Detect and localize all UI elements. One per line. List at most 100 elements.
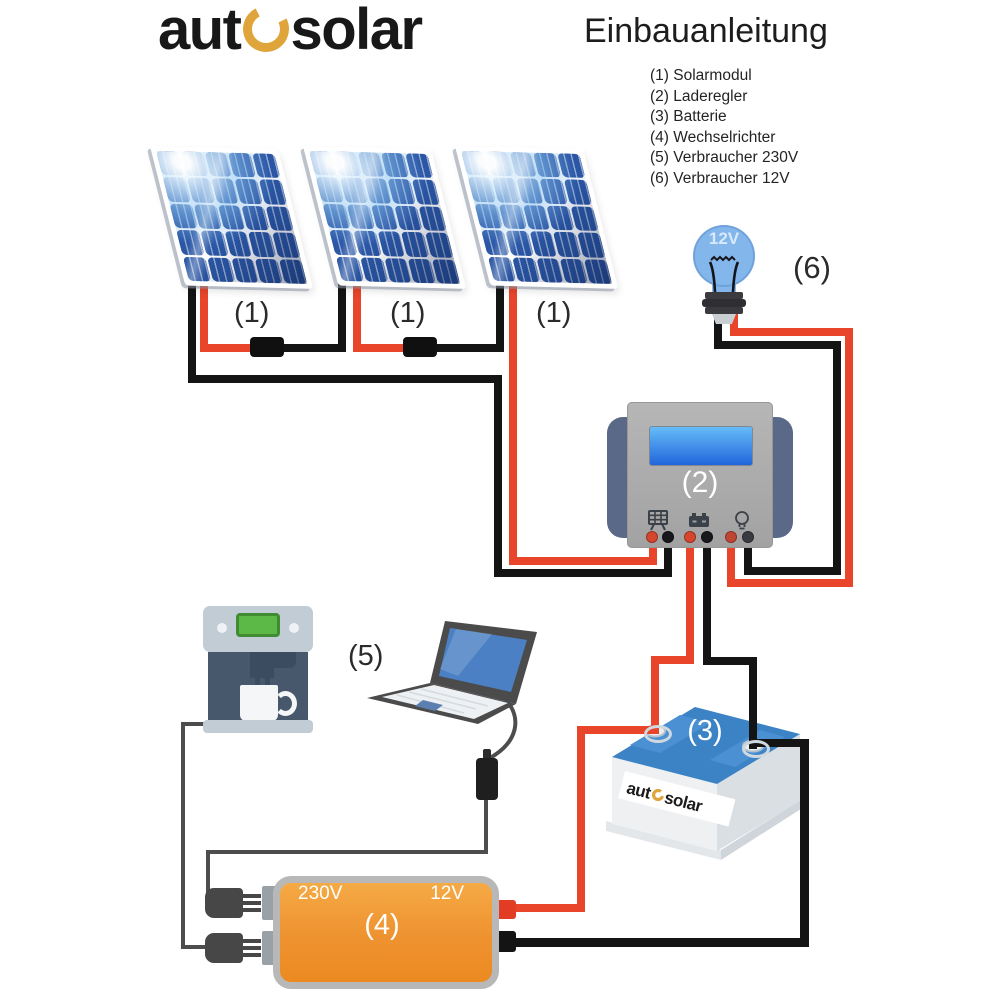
coffee-spout: [255, 678, 260, 687]
solar-cells: [156, 150, 308, 285]
inverter-body: [273, 876, 499, 989]
battery-side: [717, 734, 800, 851]
plug-prong: [243, 908, 261, 912]
legend-item-verbraucher-230v: (5) Verbraucher 230V: [650, 149, 799, 166]
solar-panel-1: [150, 146, 314, 289]
wire-inverter-positive-run: [581, 726, 655, 734]
legend-item-wechselrichter: (4) Wechselrichter: [650, 128, 776, 146]
plug-prong: [243, 894, 261, 898]
wire-inverter-positive-drop: [577, 726, 585, 912]
wire-pv-negative-drop: [494, 375, 502, 577]
laptop-screen: [439, 628, 527, 692]
filament-left: [708, 261, 717, 293]
mc4-connector-1: [250, 337, 284, 357]
wire-pv-negative-run: [494, 569, 672, 577]
wire-inverter-negative-run: [757, 739, 809, 747]
legend-item-laderegler: (2) Laderegler: [650, 87, 748, 105]
controller-display: [649, 426, 753, 466]
wire-load-positive-run: [727, 579, 853, 587]
wire-battery-negative-jog: [703, 657, 757, 665]
battery-skirt-side: [721, 798, 804, 860]
bulb-base: [712, 314, 736, 324]
page-title: Einbauanleitung: [584, 12, 828, 50]
wire-pv-negative-up: [664, 539, 672, 575]
wire-link1-positive: [200, 344, 260, 352]
wire-panel2-positive: [353, 280, 361, 352]
wire-battery-negative-down: [703, 539, 711, 665]
logo-text-after: solar: [290, 0, 424, 62]
mains-plug-coffee: [205, 933, 261, 963]
battery-icon: [689, 513, 709, 527]
wire-load-negative-run: [744, 567, 841, 575]
wire-pv-positive-run: [509, 557, 657, 565]
autosolar-logo: aut solar: [158, 0, 424, 63]
battery: (3) aut solar: [606, 707, 804, 860]
legend: (1) Solarmodul (2) Laderegler (3) Batter…: [650, 66, 798, 189]
label-consumer-230v: (5): [348, 640, 384, 672]
plug-prong: [243, 901, 261, 905]
wire-panel1-positive: [200, 280, 208, 352]
terminal-load-positive: [725, 531, 737, 543]
terminal-load-negative: [742, 531, 754, 543]
screen-glare: [440, 629, 492, 676]
wire-link1-negative: [278, 344, 346, 352]
coffee-spout: [265, 678, 270, 687]
logo-sun-icon: [236, 0, 295, 58]
label-panel-2: (1): [390, 297, 426, 329]
wire-bulb-positive-run: [734, 328, 853, 336]
cable-laptop-drop: [484, 798, 488, 854]
wire-pv-positive-up: [649, 539, 657, 563]
logo-text-before: aut: [158, 0, 242, 62]
bulb-glass: [693, 225, 755, 287]
coffee-display: [236, 613, 280, 637]
inverter-ac-label: 230V: [298, 883, 343, 904]
wire-inverter-positive-in: [505, 904, 585, 912]
legend-item-verbraucher-12v: (6) Verbraucher 12V: [650, 169, 790, 187]
cable-laptop-in: [206, 850, 210, 904]
coffee-dispenser: [250, 652, 274, 678]
wire-load-positive-riser: [845, 332, 853, 587]
wire-battery-positive-drop: [651, 656, 659, 734]
bulb-rim: [693, 225, 755, 287]
legend-item-solarmodul: (1) Solarmodul: [650, 67, 752, 84]
bulb-voltage-label: 12V: [709, 229, 740, 248]
wire-panel3-negative: [496, 280, 504, 352]
label-panel-1: (1): [234, 297, 270, 329]
solar-panel-3: [455, 146, 619, 289]
wire-load-negative-down: [744, 539, 752, 575]
charge-controller: (2): [605, 400, 795, 550]
label-bulb: (6): [793, 250, 831, 285]
battery-positive-ring: [644, 725, 672, 743]
label-controller: (2): [681, 466, 719, 499]
cable-laptop-run: [206, 850, 486, 854]
solar-panel-2: [303, 146, 467, 289]
label-panel-3: (1): [536, 297, 572, 329]
cable-coffee-in: [181, 945, 207, 949]
coffee-cup-handle: [274, 691, 297, 716]
wire-bulb-positive-stub: [730, 314, 738, 336]
wire-pv-positive-drop: [509, 280, 517, 565]
wire-battery-positive-down: [686, 539, 694, 664]
wire-inverter-negative-in: [505, 938, 808, 947]
wire-bulb-negative-run: [718, 341, 841, 349]
bulb-collar: [705, 292, 743, 299]
plug-prong: [243, 953, 261, 957]
wire-link2-positive: [353, 344, 413, 352]
laptop-trackpad: [415, 700, 443, 711]
coffee-base: [203, 720, 313, 733]
terminal-battery-positive: [684, 531, 696, 543]
wire-battery-negative-drop: [749, 657, 757, 749]
label-battery: (3): [687, 715, 722, 747]
solar-cells: [309, 150, 461, 285]
solar-cells: [461, 150, 613, 285]
bulb-collar: [705, 307, 743, 314]
filament-right: [731, 261, 740, 293]
battery-sticker: aut solar: [618, 771, 736, 827]
terminal-pv-positive: [646, 531, 658, 543]
mc4-connector-2: [403, 337, 437, 357]
wire-bulb-negative-stub: [714, 310, 722, 349]
filament-coil: [710, 255, 736, 262]
wire-inverter-negative-drop: [800, 739, 809, 947]
wire-pv-negative-down: [188, 280, 196, 383]
